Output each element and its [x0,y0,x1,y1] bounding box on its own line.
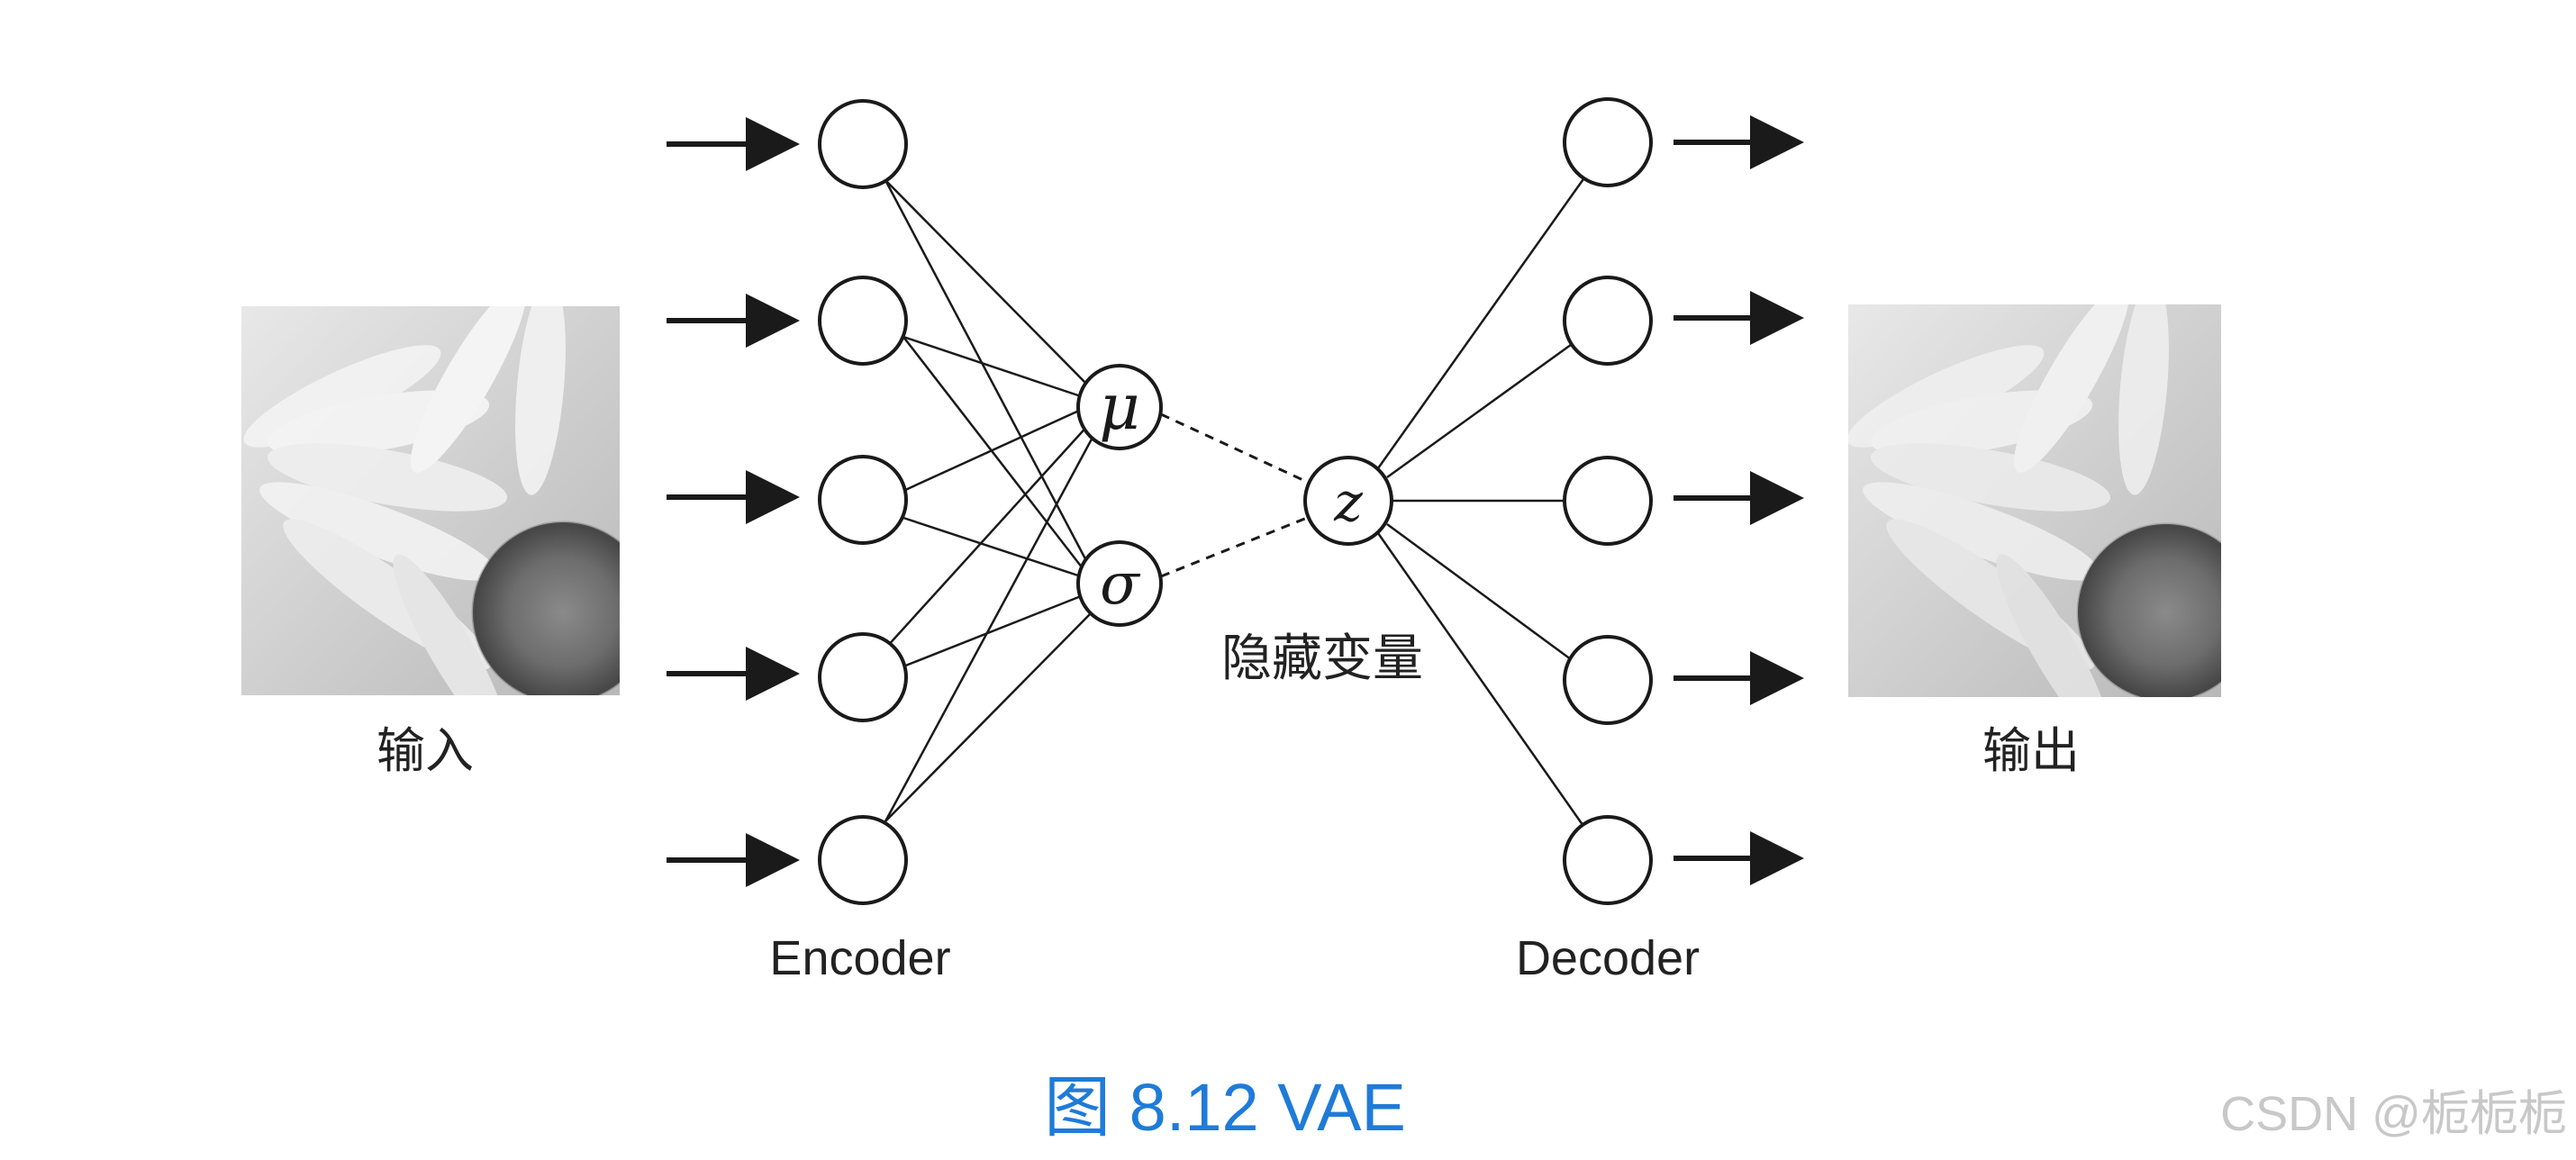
input-arrows [667,117,800,887]
input-image [241,306,620,695]
output-label: 输出 [1982,724,2080,778]
z-symbol: z [1333,471,1363,534]
sigma-node [1076,540,1163,627]
encoder-node-5 [818,815,908,905]
encoder-nodes [818,99,908,905]
decoder-node-2 [1563,276,1653,366]
encoder-node-3 [818,455,908,545]
input-label: 输入 [376,724,474,778]
decoder-node-3 [1563,456,1653,546]
decoder-nodes [1563,97,1653,905]
encoder-node-4 [818,632,908,722]
decoder-label: Decoder [1516,931,1700,985]
decoder-connections [1376,176,1587,829]
mu-node [1076,364,1163,450]
watermark: CSDN @栀栀栀 [2220,1087,2567,1141]
output-image [1848,304,2221,697]
output-arrows [1673,115,1804,885]
latent-z: z [1303,456,1393,546]
encoder-connections [884,179,1096,822]
latent-parameters: μ σ [1076,364,1163,627]
mu-symbol: μ [1099,370,1140,444]
figure-caption: 图 8.12 VAE [1044,1070,1406,1145]
decoder-node-1 [1563,97,1653,187]
decoder-node-4 [1563,635,1653,725]
latent-label: 隐藏变量 [1221,630,1423,686]
encoder-node-1 [818,99,908,189]
sigma-symbol: σ [1100,551,1141,618]
latent-sampling-links [1160,412,1308,578]
encoder-node-2 [818,276,908,366]
decoder-node-5 [1563,815,1653,905]
encoder-label: Encoder [769,931,950,985]
